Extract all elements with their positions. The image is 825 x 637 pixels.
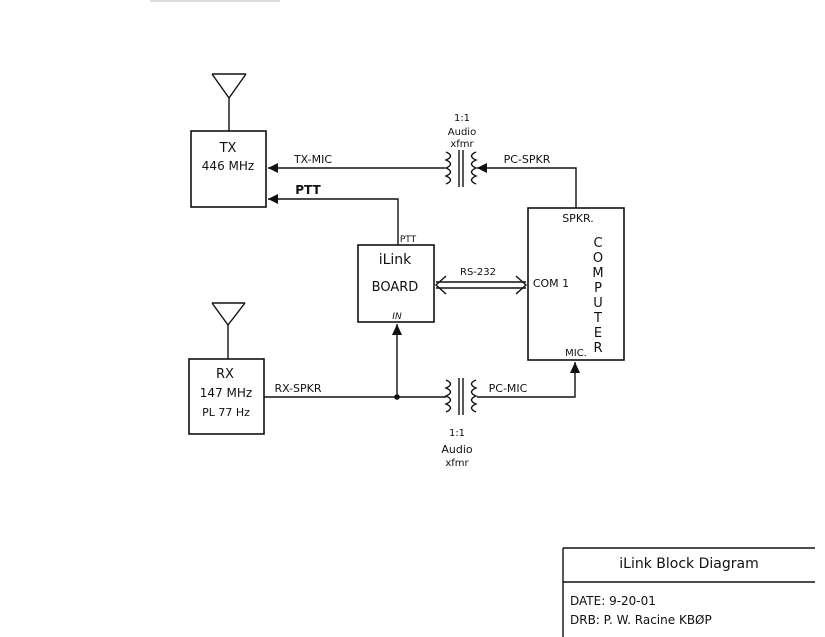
ilink-board-name: iLink xyxy=(379,252,412,268)
computer-letter: E xyxy=(594,326,602,341)
ilink-in-pin-label: IN xyxy=(392,312,402,322)
pc-spkr-arrowhead xyxy=(477,163,487,173)
xfmr-bottom-label-xfmr: xfmr xyxy=(445,458,469,469)
pc-mic-arrowhead xyxy=(570,362,580,373)
ilink-board-subtitle: BOARD xyxy=(372,280,419,295)
ptt-wire xyxy=(268,198,399,245)
rx-title: RX xyxy=(216,367,234,382)
computer-letter: O xyxy=(593,251,603,266)
audio-transformer-top-icon xyxy=(444,150,478,187)
xfmr-top-ratio: 1:1 xyxy=(454,113,470,124)
ilink-in-arrowhead xyxy=(392,324,402,335)
computer-vertical-label: C O M P U T E R xyxy=(592,236,603,356)
title-block-drawn-by: DRB: P. W. Racine KBØP xyxy=(570,613,712,627)
tx-antenna-icon xyxy=(211,73,247,131)
title-block-title: iLink Block Diagram xyxy=(619,556,758,572)
computer-com-label: COM 1 xyxy=(533,277,569,290)
title-block xyxy=(562,547,815,637)
ptt-arrowhead xyxy=(268,194,278,204)
computer-letter: R xyxy=(593,341,602,356)
rx-frequency: 147 MHz xyxy=(200,386,252,400)
computer-mic-label: MIC. xyxy=(565,348,587,359)
tx-mic-arrowhead xyxy=(268,163,278,173)
xfmr-bottom-label-audio: Audio xyxy=(441,443,473,456)
rx-spkr-label: RX-SPKR xyxy=(274,382,321,395)
pc-mic-label: PC-MIC xyxy=(489,382,528,395)
ilink-ptt-pin-label: PTT xyxy=(400,235,417,245)
title-block-date: DATE: 9-20-01 xyxy=(570,594,656,608)
rx-pl-tone: PL 77 Hz xyxy=(202,406,250,419)
computer-spkr-label: SPKR. xyxy=(562,212,594,225)
tx-mic-label: TX-MIC xyxy=(293,153,332,166)
ilink-board-box xyxy=(357,244,435,323)
rs232-link xyxy=(434,275,528,295)
xfmr-top-label-xfmr: xfmr xyxy=(450,139,474,150)
tx-title: TX xyxy=(219,141,237,156)
audio-transformer-bottom-icon xyxy=(444,378,478,415)
computer-letter: P xyxy=(594,281,602,296)
pc-spkr-label: PC-SPKR xyxy=(504,153,551,166)
ptt-label: PTT xyxy=(295,183,321,197)
xfmr-bottom-ratio: 1:1 xyxy=(449,428,465,439)
computer-letter: T xyxy=(593,311,602,326)
pc-mic-wire xyxy=(477,362,576,398)
rs232-label: RS-232 xyxy=(460,267,496,278)
rx-antenna-icon xyxy=(211,302,246,359)
computer-letter: C xyxy=(593,236,602,251)
computer-letter: U xyxy=(593,296,603,311)
tx-radio-box xyxy=(190,130,267,208)
computer-letter: M xyxy=(592,266,603,281)
tx-frequency: 446 MHz xyxy=(202,159,254,173)
xfmr-top-label-audio: Audio xyxy=(448,127,476,138)
pc-spkr-wire xyxy=(477,167,577,208)
